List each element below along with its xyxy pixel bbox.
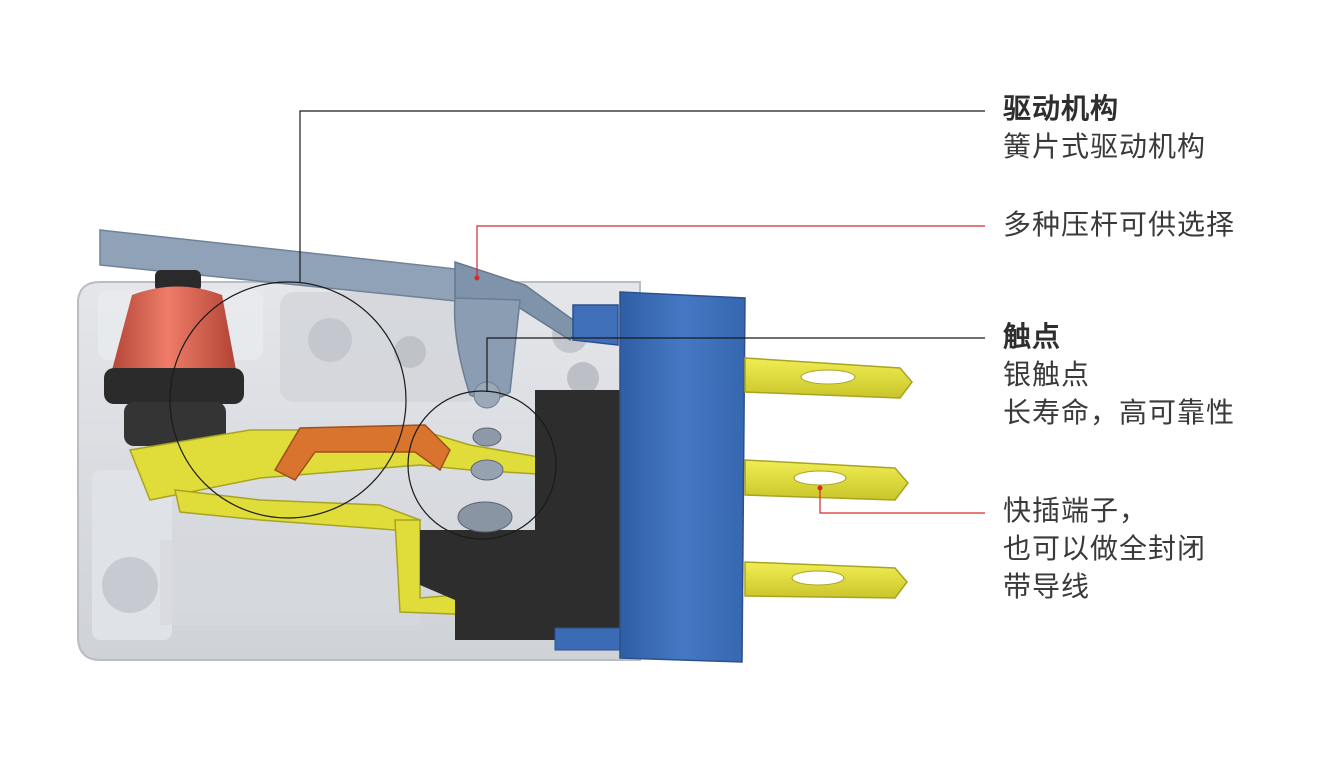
lever-leader-line xyxy=(477,226,985,278)
callout-terminal: 快插端子， 也可以做全封闭 带导线 xyxy=(1003,492,1206,606)
terminal-top xyxy=(745,358,912,398)
callout-lever: 多种压杆可供选择 xyxy=(1003,206,1235,244)
terminal-leader-dot xyxy=(818,486,823,491)
terminal-bottom xyxy=(745,562,907,598)
terminal-line-2: 也可以做全封闭 xyxy=(1003,530,1206,568)
drive-line-1: 簧片式驱动机构 xyxy=(1003,128,1206,166)
lever-leader-dot xyxy=(475,276,480,281)
lever-line-1: 多种压杆可供选择 xyxy=(1003,206,1235,244)
contact-line-1: 银触点 xyxy=(1003,356,1235,394)
terminal-line-3: 带导线 xyxy=(1003,568,1206,606)
drive-title: 驱动机构 xyxy=(1003,90,1206,128)
callout-drive-mechanism: 驱动机构 簧片式驱动机构 xyxy=(1003,90,1206,166)
contact-line-2: 长寿命，高可靠性 xyxy=(1003,394,1235,432)
callout-contact: 触点 银触点 长寿命，高可靠性 xyxy=(1003,318,1235,432)
terminal-middle xyxy=(745,460,908,500)
terminal-line-1: 快插端子， xyxy=(1003,492,1206,530)
drive-leader-line xyxy=(300,111,985,282)
contact-title: 触点 xyxy=(1003,318,1235,356)
